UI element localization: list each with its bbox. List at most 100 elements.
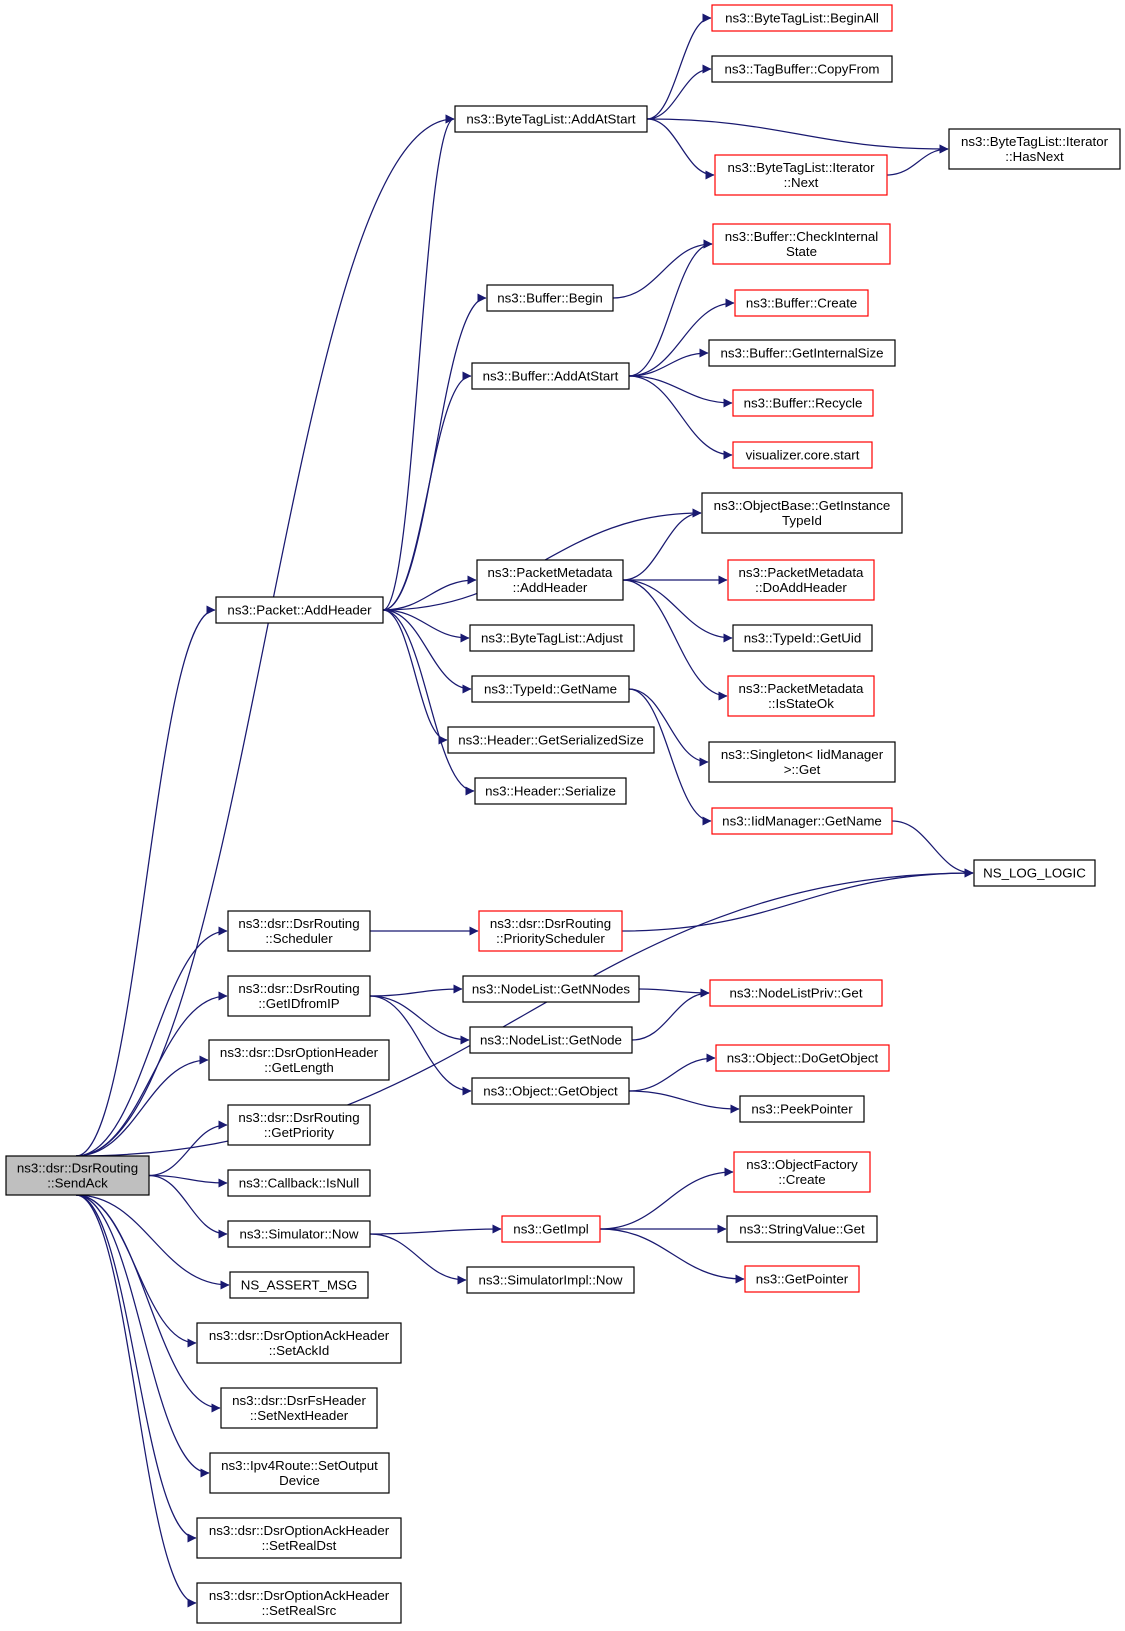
node-peek-pointer[interactable]: ns3::PeekPointer: [739, 1095, 865, 1123]
node-get-pointer[interactable]: ns3::GetPointer: [744, 1265, 860, 1293]
node-label: TypeId: [782, 513, 822, 528]
node-box: [712, 223, 891, 265]
node-set-next-header[interactable]: ns3::dsr::DsrFsHeader::SetNextHeader: [220, 1387, 378, 1429]
node-label: NS_ASSERT_MSG: [241, 1278, 358, 1293]
node-label: ns3::PacketMetadata: [739, 681, 865, 696]
edge-add-at-start-to-copy-from: [646, 64, 712, 120]
node-label: ns3::NodeList::GetNode: [480, 1033, 622, 1048]
node-label: ::AddHeader: [513, 580, 588, 595]
node-label: ::Scheduler: [265, 931, 333, 946]
node-set-real-dst[interactable]: ns3::dsr::DsrOptionAckHeader::SetRealDst: [196, 1517, 402, 1559]
node-get-idfrom-ip[interactable]: ns3::dsr::DsrRouting::GetIDfromIP: [227, 975, 371, 1017]
edge-add-header-to-btladjust: [382, 609, 470, 643]
node-get-object[interactable]: ns3::Object::GetObject: [471, 1077, 630, 1105]
node-add-at-start[interactable]: ns3::ByteTagList::AddAtStart: [454, 105, 648, 133]
node-sim-impl-now[interactable]: ns3::SimulatorImpl::Now: [466, 1266, 635, 1294]
node-box: [709, 979, 883, 1007]
node-label: ::DoAddHeader: [755, 580, 847, 595]
node-box: [229, 1271, 369, 1299]
node-box: [973, 859, 1096, 887]
edge-send-ack-to-add-header: [75, 605, 216, 1157]
edge-add-header-to-pmadd-header: [382, 575, 477, 611]
node-label: ns3::PeekPointer: [751, 1102, 853, 1117]
node-nsassert-msg[interactable]: NS_ASSERT_MSG: [229, 1271, 369, 1299]
node-box: [227, 1104, 371, 1146]
node-box: [733, 1151, 871, 1193]
node-recycle[interactable]: ns3::Buffer::Recycle: [732, 389, 874, 417]
node-pmadd-header[interactable]: ns3::PacketMetadata::AddHeader: [476, 559, 624, 601]
node-label: ns3::Singleton< IidManager: [721, 747, 884, 762]
edge-send-ack-to-add-at-start: [75, 114, 455, 1157]
node-vis-start[interactable]: visualizer.core.start: [732, 441, 873, 469]
node-copy-from[interactable]: ns3::TagBuffer::CopyFrom: [711, 55, 893, 83]
edge-pmadd-header-to-get-instance-type-id: [622, 508, 702, 581]
node-singleton-get[interactable]: ns3::Singleton< IidManager>::Get: [708, 741, 896, 783]
node-get-priority[interactable]: ns3::dsr::DsrRouting::GetPriority: [227, 1104, 371, 1146]
edge-type-id-get-name-to-iid-get-name: [628, 688, 712, 826]
node-do-add-header[interactable]: ns3::PacketMetadata::DoAddHeader: [727, 559, 875, 601]
edge-send-ack-to-nsassert-msg: [75, 1194, 230, 1290]
node-label: ns3::PacketMetadata: [488, 565, 614, 580]
node-get-nnodes[interactable]: ns3::NodeList::GetNNodes: [462, 975, 640, 1003]
node-get-uid[interactable]: ns3::TypeId::GetUid: [732, 624, 873, 652]
node-sim-now[interactable]: ns3::Simulator::Now: [227, 1220, 371, 1248]
node-label: ns3::SimulatorImpl::Now: [478, 1273, 622, 1288]
node-label: ns3::PacketMetadata: [739, 565, 865, 580]
node-label: ::SetRealSrc: [262, 1603, 337, 1618]
node-send-ack[interactable]: ns3::dsr::DsrRouting::SendAck: [5, 1155, 150, 1196]
edge-add-header-to-get-serialized-size: [382, 609, 448, 745]
node-box: [711, 55, 893, 83]
node-label: ::SetAckId: [269, 1343, 330, 1358]
edge-send-ack-to-is-null: [148, 1174, 228, 1188]
edge-get-nnodes-to-node-list-priv-get: [638, 988, 710, 998]
node-obj-factory-create[interactable]: ns3::ObjectFactory::Create: [733, 1151, 871, 1193]
node-is-null[interactable]: ns3::Callback::IsNull: [227, 1169, 371, 1197]
node-has-next[interactable]: ns3::ByteTagList::Iterator::HasNext: [948, 128, 1121, 170]
node-label: ns3::ObjectFactory: [746, 1157, 858, 1172]
node-header-serialize[interactable]: ns3::Header::Serialize: [474, 777, 627, 805]
node-get-internal-size[interactable]: ns3::Buffer::GetInternalSize: [708, 339, 896, 367]
node-box: [727, 559, 875, 601]
node-label: ns3::dsr::DsrFsHeader: [232, 1393, 366, 1408]
edge-buf-add-at-start-to-recycle: [628, 375, 733, 408]
node-iter-next[interactable]: ns3::ByteTagList::Iterator::Next: [714, 154, 888, 196]
node-btladjust[interactable]: ns3::ByteTagList::Adjust: [469, 624, 635, 652]
node-get-node[interactable]: ns3::NodeList::GetNode: [469, 1026, 633, 1054]
node-box: [471, 675, 630, 703]
node-add-header[interactable]: ns3::Packet::AddHeader: [215, 596, 384, 624]
node-string-value-get[interactable]: ns3::StringValue::Get: [726, 1215, 878, 1243]
node-set-ack-id[interactable]: ns3::dsr::DsrOptionAckHeader::SetAckId: [196, 1322, 402, 1364]
node-box: [486, 284, 614, 312]
node-buf-create[interactable]: ns3::Buffer::Create: [734, 289, 869, 317]
node-scheduler[interactable]: ns3::dsr::DsrRouting::Scheduler: [227, 910, 371, 952]
node-type-id-get-name[interactable]: ns3::TypeId::GetName: [471, 675, 630, 703]
node-priority-scheduler[interactable]: ns3::dsr::DsrRouting::PriorityScheduler: [478, 910, 623, 952]
node-set-real-src[interactable]: ns3::dsr::DsrOptionAckHeader::SetRealSrc: [196, 1582, 402, 1624]
node-label: ns3::dsr::DsrRouting: [490, 916, 611, 931]
node-box: [227, 910, 371, 952]
node-begin-all[interactable]: ns3::ByteTagList::BeginAll: [711, 4, 893, 32]
node-buf-add-at-start[interactable]: ns3::Buffer::AddAtStart: [471, 362, 630, 390]
node-buf-begin[interactable]: ns3::Buffer::Begin: [486, 284, 614, 312]
node-do-get-object[interactable]: ns3::Object::DoGetObject: [715, 1044, 890, 1072]
node-node-list-priv-get[interactable]: ns3::NodeListPriv::Get: [709, 979, 883, 1007]
node-get-serialized-size[interactable]: ns3::Header::GetSerializedSize: [447, 726, 655, 754]
node-box: [739, 1095, 865, 1123]
node-is-state-ok[interactable]: ns3::PacketMetadata::IsStateOk: [727, 675, 875, 717]
node-get-impl[interactable]: ns3::GetImpl: [501, 1215, 601, 1243]
node-label: ns3::ByteTagList::AddAtStart: [466, 112, 636, 127]
node-label: ns3::ByteTagList::Iterator: [727, 160, 875, 175]
node-box: [196, 1582, 402, 1624]
node-iid-get-name[interactable]: ns3::IidManager::GetName: [711, 807, 893, 835]
node-opt-get-length[interactable]: ns3::dsr::DsrOptionHeader::GetLength: [208, 1039, 390, 1081]
node-label: ns3::Object::GetObject: [483, 1084, 618, 1099]
node-box: [469, 1026, 633, 1054]
edge-priority-scheduler-to-nslog-logic: [621, 868, 974, 932]
edge-buf-add-at-start-to-buf-create: [628, 298, 735, 377]
node-box: [447, 726, 655, 754]
node-nslog-logic[interactable]: NS_LOG_LOGIC: [973, 859, 1096, 887]
edge-get-idfrom-ip-to-get-node: [369, 995, 470, 1045]
